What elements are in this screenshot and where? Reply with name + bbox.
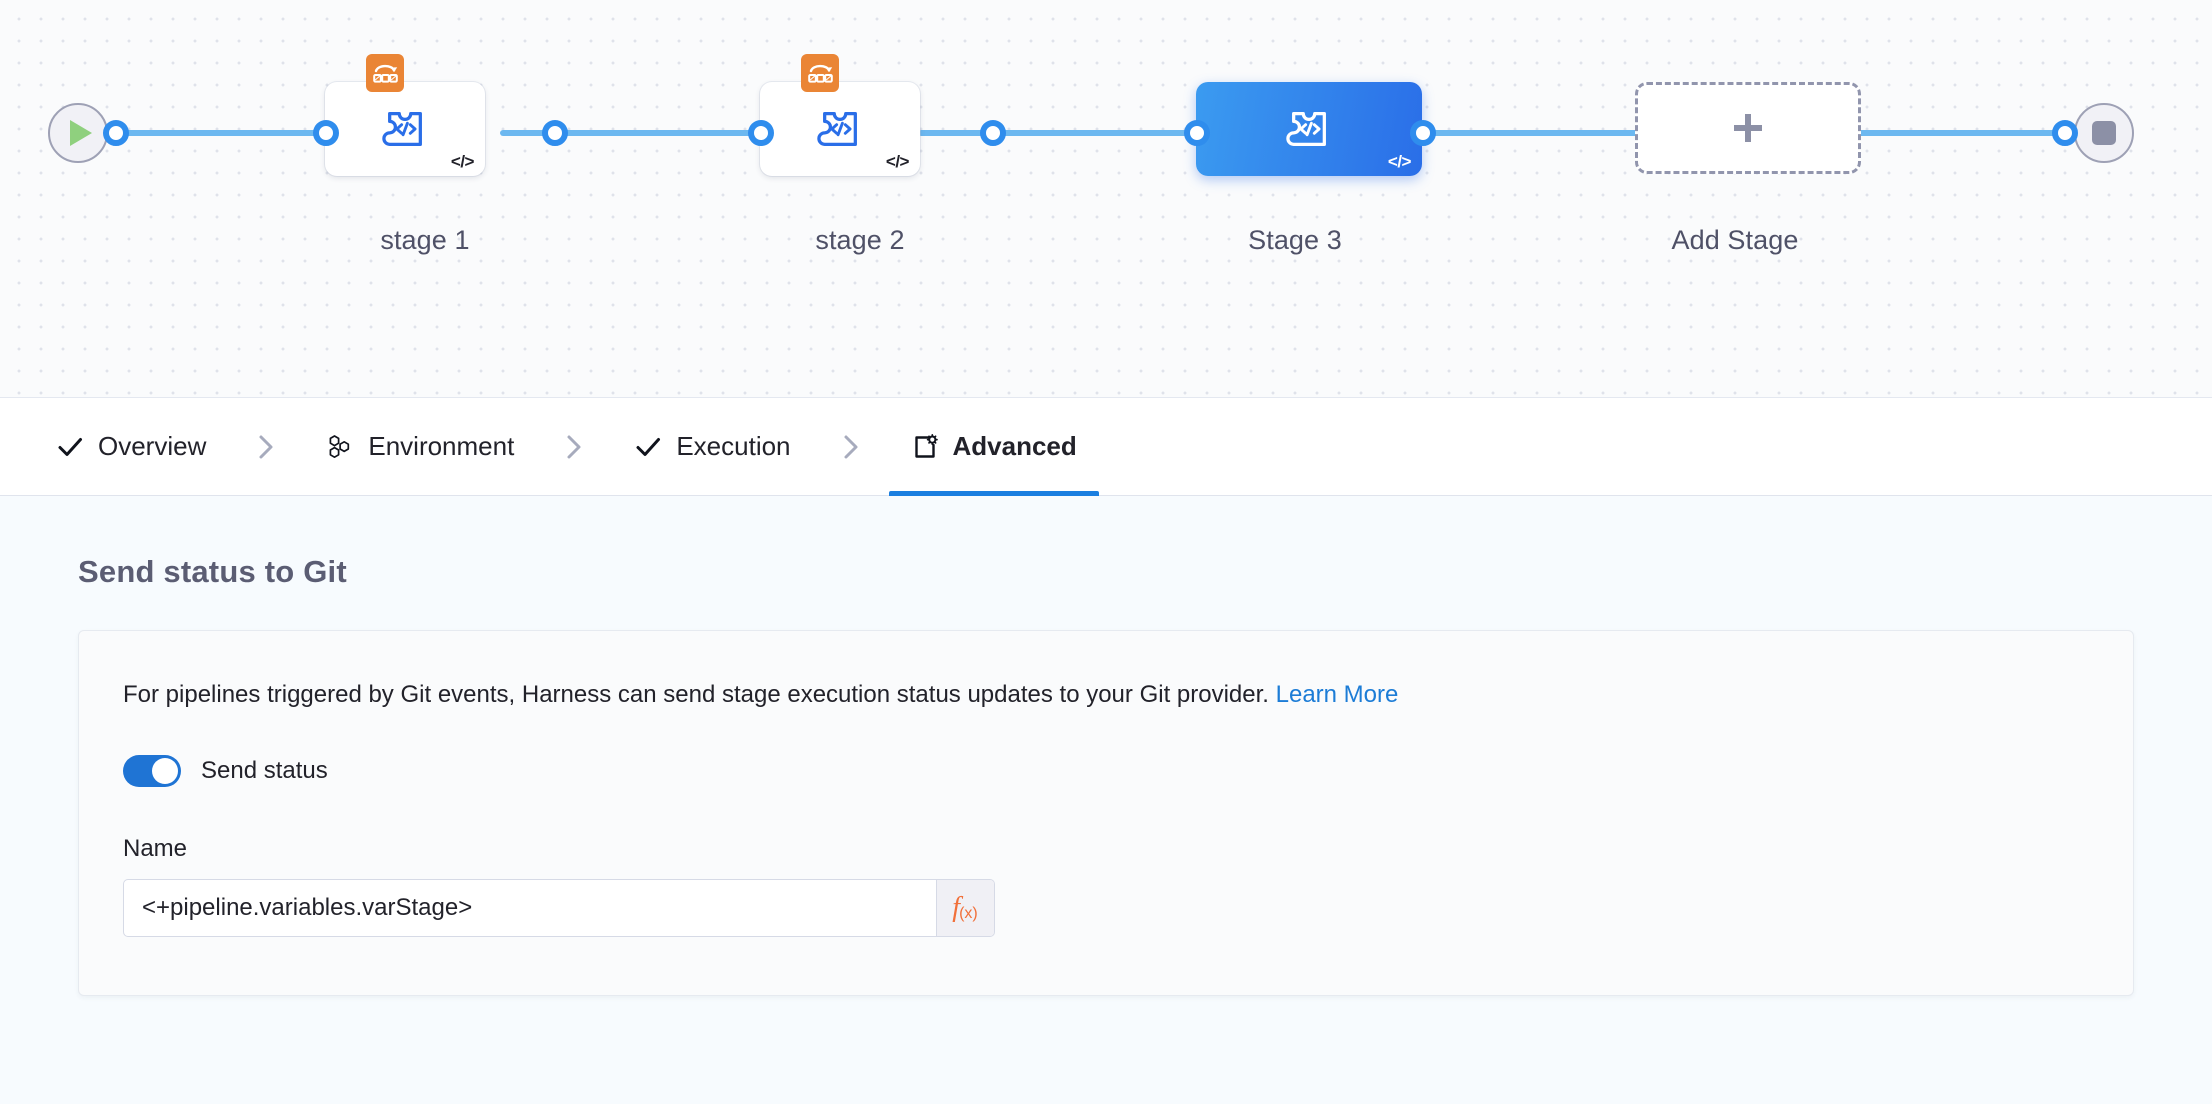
tab-advanced[interactable]: Advanced [888,398,1100,496]
chevron-right-icon [228,398,304,495]
play-icon [70,120,92,146]
pipeline-graph: </> stage 1 [0,0,2212,397]
stage-node-stage-2[interactable]: </> [760,54,920,176]
fx-subscript: (x) [959,905,978,923]
check-icon [56,433,84,461]
connector-addstage-to-end [1800,130,2065,136]
port-stage2-in[interactable] [748,120,774,146]
card-description: For pipelines triggered by Git events, H… [123,679,2089,711]
template-marker: </> [1387,152,1412,171]
section-title: Send status to Git [78,554,347,589]
connector-stage3-to-addstage [1360,130,1640,136]
tab-overview-label: Overview [98,431,207,461]
tab-overview[interactable]: Overview [34,398,228,495]
name-field-label: Name [123,835,188,863]
port-start-out[interactable] [103,120,129,146]
conditional-execution-icon [366,54,404,92]
tab-advanced-label: Advanced [952,431,1077,461]
port-stage2-out[interactable] [980,120,1006,146]
send-status-toggle[interactable] [123,755,181,788]
chevron-right-icon [536,398,612,495]
template-marker: </> [885,152,910,171]
expression-toggle-button[interactable]: f(x) [936,880,994,937]
fx-letter: f [952,892,961,924]
learn-more-link[interactable]: Learn More [1275,681,1399,708]
custom-stage-icon [1286,112,1326,146]
stage-config-tabbar: Overview Environment Execution [0,398,2212,496]
tab-environment[interactable]: Environment [304,398,536,495]
pipeline-canvas[interactable]: </> stage 1 [0,0,2212,398]
add-stage-node[interactable] [1635,82,1861,174]
conditional-execution-icon [801,54,839,92]
custom-stage-icon [382,112,422,146]
pipeline-start-node[interactable] [48,103,108,163]
port-stage1-out[interactable] [542,120,568,146]
port-end-in[interactable] [2052,120,2078,146]
tab-execution[interactable]: Execution [612,398,812,495]
custom-stage-icon [817,112,857,146]
send-status-toggle-row: Send status [123,755,2089,788]
pipeline-end-node[interactable] [2074,103,2134,163]
send-status-to-git-card: For pipelines triggered by Git events, H… [78,630,2134,997]
card-description-text: For pipelines triggered by Git events, H… [123,681,1269,708]
template-marker: </> [450,152,475,171]
stage-label-stage-1: stage 1 [380,225,470,255]
name-input[interactable] [124,880,936,937]
add-stage-label: Add Stage [1671,225,1799,255]
port-stage3-in[interactable] [1184,120,1210,146]
stage-node-stage-1[interactable]: </> [325,54,485,176]
check-icon [634,433,662,461]
name-field-group: f(x) [123,879,995,938]
tab-environment-label: Environment [368,431,515,461]
connector-stage2-to-stage3 [918,130,1198,136]
connector-start-to-stage1 [108,130,340,136]
hexagon-cluster-icon [326,433,354,461]
plus-icon [1734,114,1762,142]
chevron-right-icon [813,398,889,495]
clipboard-gear-icon [911,433,939,461]
toggle-knob [152,758,178,785]
port-stage3-out[interactable] [1410,120,1436,146]
stage-node-stage-3[interactable]: </> [1196,82,1422,176]
advanced-tab-panel: Send status to Git For pipelines trigger… [0,496,2212,1104]
tab-execution-label: Execution [676,431,791,461]
stage-label-stage-2: stage 2 [815,225,905,255]
send-status-toggle-label: Send status [201,757,328,785]
stage-label-stage-3: Stage 3 [1248,225,1342,255]
port-stage1-in[interactable] [313,120,339,146]
stop-icon [2092,121,2116,145]
connector-stage1-to-stage2 [500,130,758,136]
